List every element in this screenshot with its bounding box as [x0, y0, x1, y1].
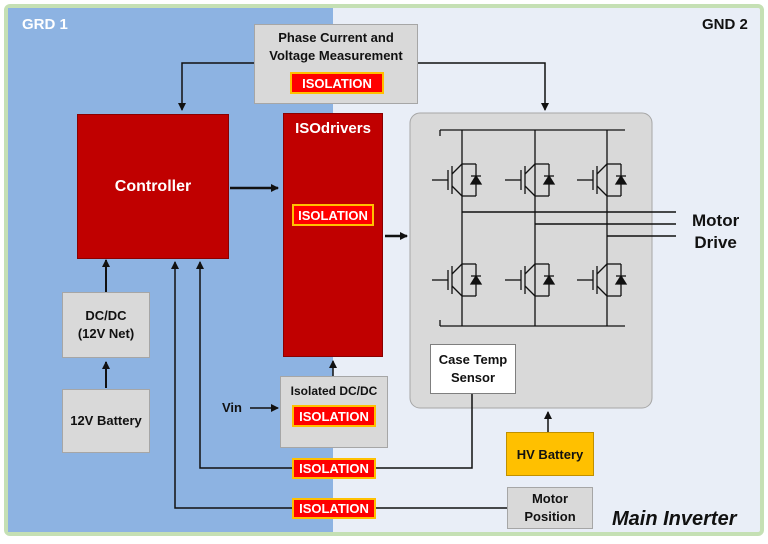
igbt-switches — [432, 163, 628, 297]
case-temp-line2: Sensor — [450, 370, 496, 385]
dcdc-line1: DC/DC — [85, 308, 127, 324]
case-temp-line1: Case Temp — [438, 352, 508, 368]
dcdc-block: DC/DC (12V Net) — [62, 292, 150, 358]
controller-block: Controller — [77, 114, 229, 259]
isodrivers-block: ISOdrivers — [283, 113, 383, 357]
case-temp-sensor-block: Case Temp Sensor — [430, 344, 516, 394]
isolation-badge-isodrivers: ISOLATION — [292, 204, 374, 226]
gnd2-label: GND 2 — [702, 16, 748, 33]
phase-measurement-line2: Voltage Measurement — [269, 47, 403, 63]
isolation-badge-temp: ISOLATION — [292, 458, 376, 479]
dcdc-line2: (12V Net) — [77, 326, 135, 341]
isolation-badge-dcdc: ISOLATION — [292, 405, 376, 427]
inverter-panel — [409, 112, 653, 409]
igbt-switch-icon-2 — [505, 163, 556, 197]
igbt-switch-icon-6 — [577, 263, 628, 297]
measurement-to-inverter-line — [418, 62, 549, 111]
isolated-dcdc-label: Isolated DC/DC — [290, 384, 378, 398]
phase-measurement-line1: Phase Current and — [278, 30, 394, 45]
igbt-switch-icon-5 — [505, 263, 556, 297]
motor-drive-label: Motor Drive — [692, 210, 739, 254]
motor-position-block: Motor Position — [507, 487, 593, 529]
controller-label: Controller — [114, 177, 192, 195]
battery-12v-block: 12V Battery — [62, 389, 150, 453]
igbt-bridge-icon — [439, 129, 625, 327]
motor-position-line2: Position — [524, 509, 576, 524]
hv-battery-block: HV Battery — [506, 432, 594, 476]
battery-12v-label: 12V Battery — [70, 413, 142, 429]
igbt-switch-icon-1 — [432, 163, 483, 197]
motor-position-feedback-line — [175, 262, 507, 509]
motor-drive-line2: Drive — [694, 233, 737, 253]
motor-position-line1: Motor — [531, 491, 569, 507]
diagram-title: Main Inverter — [612, 508, 737, 530]
grd1-label: GRD 1 — [22, 16, 68, 33]
motor-drive-line1: Motor — [692, 211, 740, 230]
isolation-badge-position: ISOLATION — [292, 498, 376, 519]
hv-battery-label: HV Battery — [516, 446, 584, 462]
isolation-badge-measurement: ISOLATION — [290, 72, 384, 94]
measurement-to-controller-line — [178, 62, 255, 111]
vin-label: Vin — [222, 400, 242, 415]
igbt-switch-icon-4 — [432, 263, 483, 297]
isodrivers-label: ISOdrivers — [295, 120, 371, 137]
igbt-switch-icon-3 — [577, 163, 628, 197]
case-temp-feedback-line — [200, 262, 473, 469]
